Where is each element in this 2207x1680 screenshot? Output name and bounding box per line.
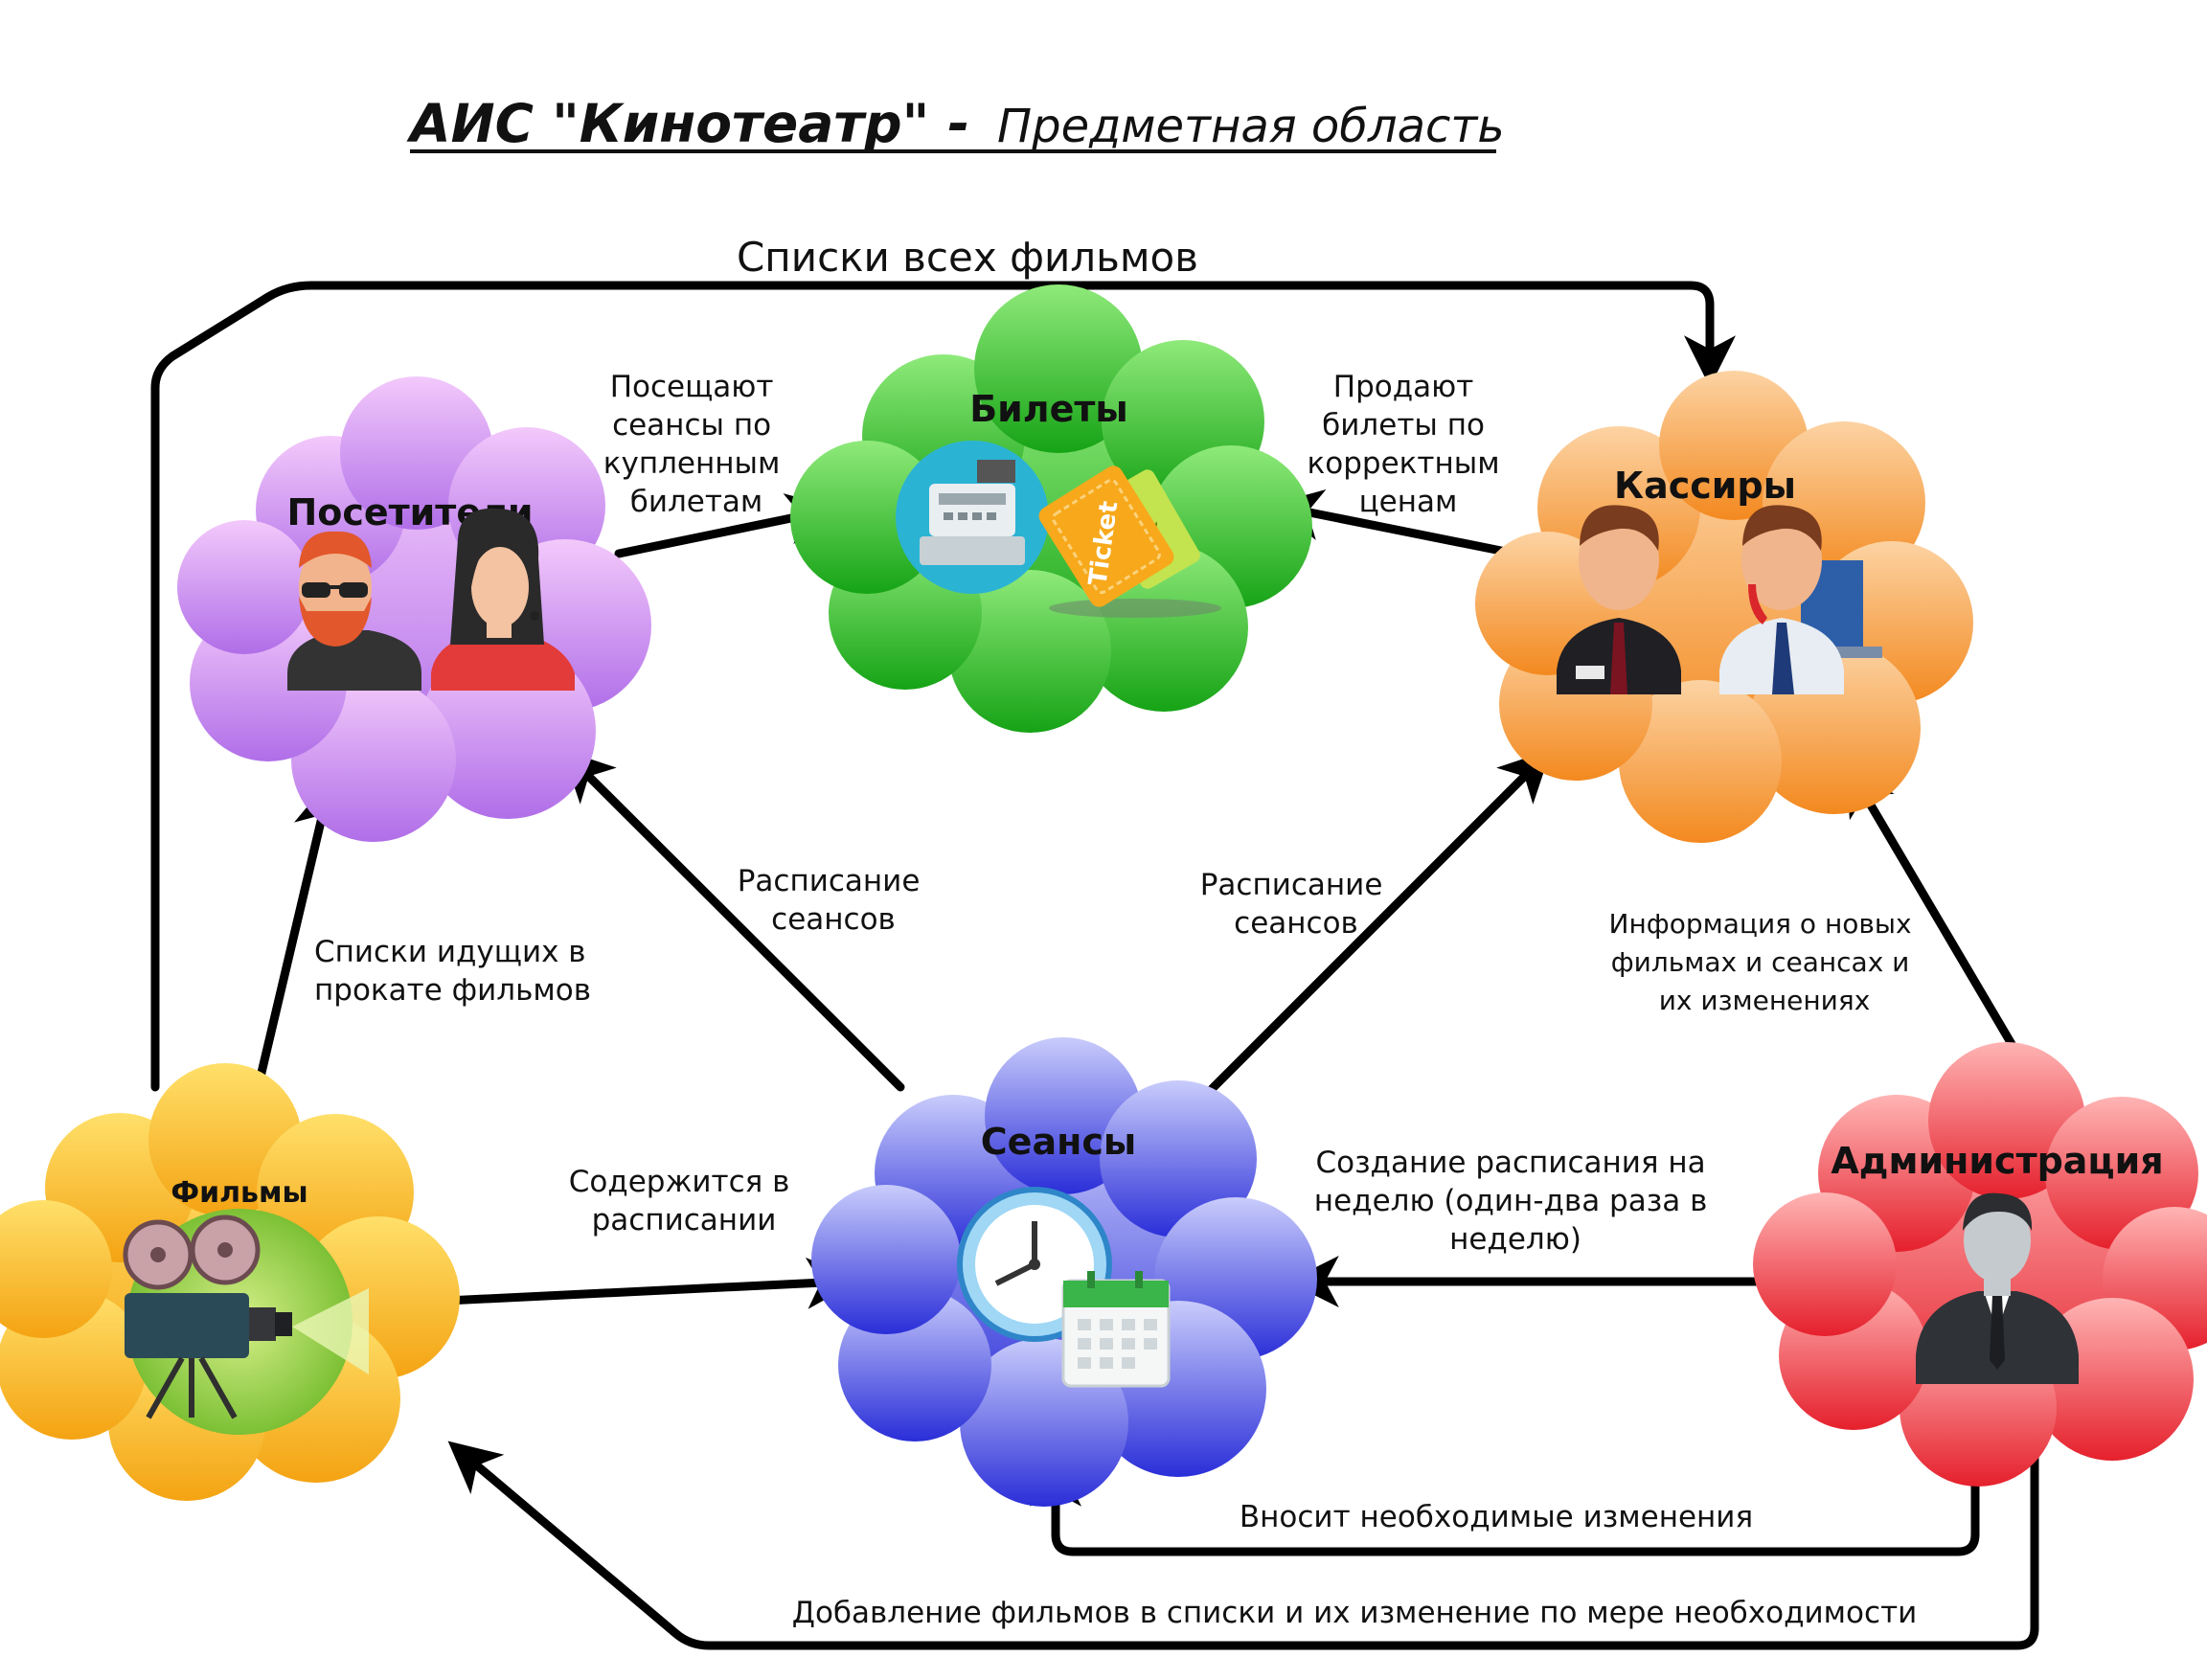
node-visitors: Посетители: [177, 376, 651, 842]
title-sub: Предметная область: [997, 100, 1505, 153]
cloud-shape: [177, 376, 651, 842]
title-main: АИС "Кинотеатр" -: [406, 93, 969, 154]
arrow-changes: [1030, 1443, 1980, 1556]
page-title: АИС "Кинотеатр" - Предметная область: [406, 93, 1505, 154]
label-create-schedule: Создание расписания на неделю (один-два …: [1314, 1146, 1717, 1257]
node-cashiers: Кассиры: [1475, 371, 1973, 843]
label-contained: Содержится в расписании: [569, 1165, 800, 1237]
film-projector-icon: [123, 1209, 369, 1435]
connectors: [150, 281, 2039, 1650]
manager-icon: [1916, 1192, 2079, 1384]
node-films: Фильмы: [0, 1063, 460, 1501]
node-label: Фильмы: [171, 1176, 307, 1210]
node-admin: Администрация: [1753, 1042, 2207, 1487]
people-icon: [287, 508, 575, 691]
arrow-add-films: [447, 1441, 2039, 1650]
arrow-info-new: [1845, 762, 2016, 1049]
arrow-running-films: [248, 778, 345, 1114]
arrow-contained: [442, 1257, 859, 1309]
label-schedule-right: Расписание сеансов: [1200, 868, 1393, 941]
label-sell: Продают билеты по корректным ценам: [1308, 370, 1510, 519]
arrow-visit: [614, 493, 839, 558]
label-info-new: Информация о новых фильмах и сеансах и и…: [1609, 908, 1921, 1016]
node-sessions: Сеансы: [811, 1037, 1317, 1507]
label-changes: Вносит необходимые изменения: [1240, 1500, 1753, 1534]
label-add-films: Добавление фильмов в списки и их изменен…: [792, 1596, 1918, 1630]
node-label: Билеты: [969, 388, 1128, 430]
node-label: Администрация: [1831, 1140, 2163, 1182]
edge-labels: Списки всех фильмов Посещают сеансы по к…: [314, 234, 1921, 1630]
cloud-shape: [1475, 371, 1973, 843]
label-all-films: Списки всех фильмов: [737, 234, 1198, 281]
node-label: Кассиры: [1614, 465, 1796, 507]
clock-calendar-icon: [957, 1187, 1171, 1388]
cash-register-icon: [896, 441, 1049, 594]
label-visit: Посещают сеансы по купленным билетам: [603, 370, 789, 519]
arrow-schedule-right: [1206, 749, 1552, 1095]
ticket-icon: Tick Ticket: [1038, 465, 1221, 618]
label-running-films: Списки идущих в прокате фильмов: [314, 935, 595, 1008]
arrow-sell: [1270, 488, 1520, 558]
label-schedule-left: Расписание сеансов: [738, 864, 930, 937]
arrow-all-films: [150, 281, 1736, 1092]
arrow-schedule-left: [561, 749, 905, 1092]
node-label: Сеансы: [981, 1121, 1136, 1163]
node-tickets: Билеты Tick Ticket: [790, 284, 1312, 733]
cashier-staff-icon: [1557, 505, 1882, 694]
